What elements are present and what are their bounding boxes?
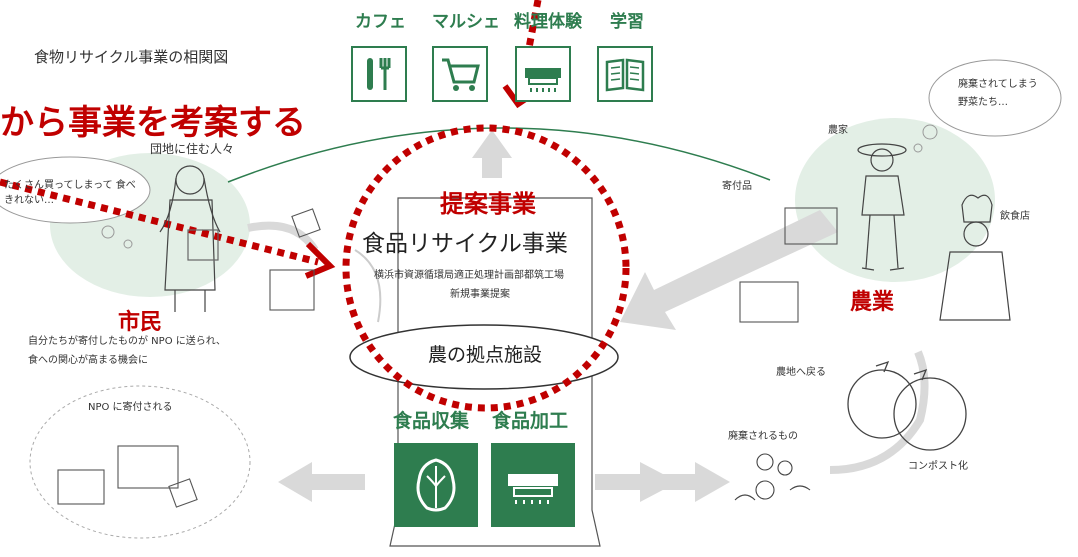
center-sub-line2: 新規事業提案 (450, 289, 510, 300)
citizen-description-line2: 食への関心が高まる機会に (28, 355, 148, 366)
top-arc (227, 127, 771, 183)
category-label-marche: マルシェ (432, 12, 500, 32)
cooking-box (515, 46, 571, 102)
compost-label: コンポスト化 (908, 461, 968, 472)
learning-box (597, 46, 653, 102)
produce-boxes (57, 207, 838, 508)
hub-label: 農の拠点施設 (428, 344, 543, 366)
stove-icon (508, 474, 558, 504)
arrow-from-agriculture (620, 210, 838, 330)
farmer-sketch (857, 143, 907, 271)
category-label-cafe: カフェ (355, 12, 406, 32)
waste-label: 廃棄されるもの (728, 431, 798, 442)
bubble-dot-3 (922, 124, 938, 140)
arrow-left (278, 462, 365, 502)
compost-arrow (829, 350, 929, 474)
lettuce-icon (416, 458, 456, 512)
bubble-dot-4 (913, 143, 923, 153)
agriculture-thought-bubble (928, 59, 1062, 137)
shopping-cart-icon (442, 58, 480, 91)
donation-label: 寄付品 (722, 181, 752, 192)
main-title: 食品リサイクル事業 (362, 231, 568, 257)
agriculture-thought-line1: 廃棄されてしまう (958, 79, 1038, 90)
cafe-box (351, 46, 407, 102)
marche-box (432, 46, 488, 102)
processing-box (491, 443, 575, 527)
center-sub-line1: 横浜市資源循環局適正処理計画部都筑工場 (374, 270, 564, 281)
arrow-right-2 (655, 462, 730, 502)
arrow-up (472, 130, 512, 178)
proposal-label: 提案事業 (440, 190, 536, 218)
fork-knife-icon (367, 58, 391, 90)
resident-caption: 団地に住む人々 (150, 142, 235, 156)
chef-sketch (939, 194, 1011, 321)
compost-bags (847, 360, 967, 451)
red-dotted-circle (342, 124, 630, 412)
bubble-dot-1 (101, 225, 115, 239)
waste-sketch (734, 453, 811, 501)
citizen-thought-text: たくさん買ってしまって 食べきれない… (4, 180, 136, 206)
category-label-cooking: 料理体験 (514, 12, 582, 32)
function-label-collection: 食品収集 (393, 410, 470, 432)
category-label-learning: 学習 (610, 12, 644, 32)
hub-ellipse (349, 324, 619, 390)
agriculture-blob (795, 118, 995, 282)
woman-sketch (159, 165, 221, 312)
book-icon (605, 58, 645, 92)
bubble-dot-2 (123, 239, 133, 249)
return-label: 農地へ戻る (776, 367, 826, 378)
arrow-right (595, 462, 678, 502)
citizen-thought-bubble (0, 156, 151, 224)
restaurant-label: 飲食店 (1000, 211, 1030, 222)
function-label-processing: 食品加工 (492, 410, 569, 432)
citizen-description-line1: 自分たちが寄付したものが NPO に送られ、 (28, 336, 226, 347)
agriculture-thought-line2: 野菜たち… (958, 97, 1008, 108)
curved-arrow-center (354, 249, 382, 323)
agriculture-group-label: 農業 (850, 290, 895, 315)
headline: から事業を考案する (0, 103, 306, 143)
npo-label: NPO に寄付される (88, 402, 173, 413)
red-dotted-arrow-left (0, 178, 319, 266)
npo-circle (29, 385, 251, 539)
page-title: 食物リサイクル事業の相関図 (34, 48, 229, 66)
stove-icon (525, 68, 561, 92)
collection-box (394, 443, 478, 527)
farmer-label: 農家 (828, 125, 848, 136)
citizen-group-label: 市民 (118, 310, 163, 335)
